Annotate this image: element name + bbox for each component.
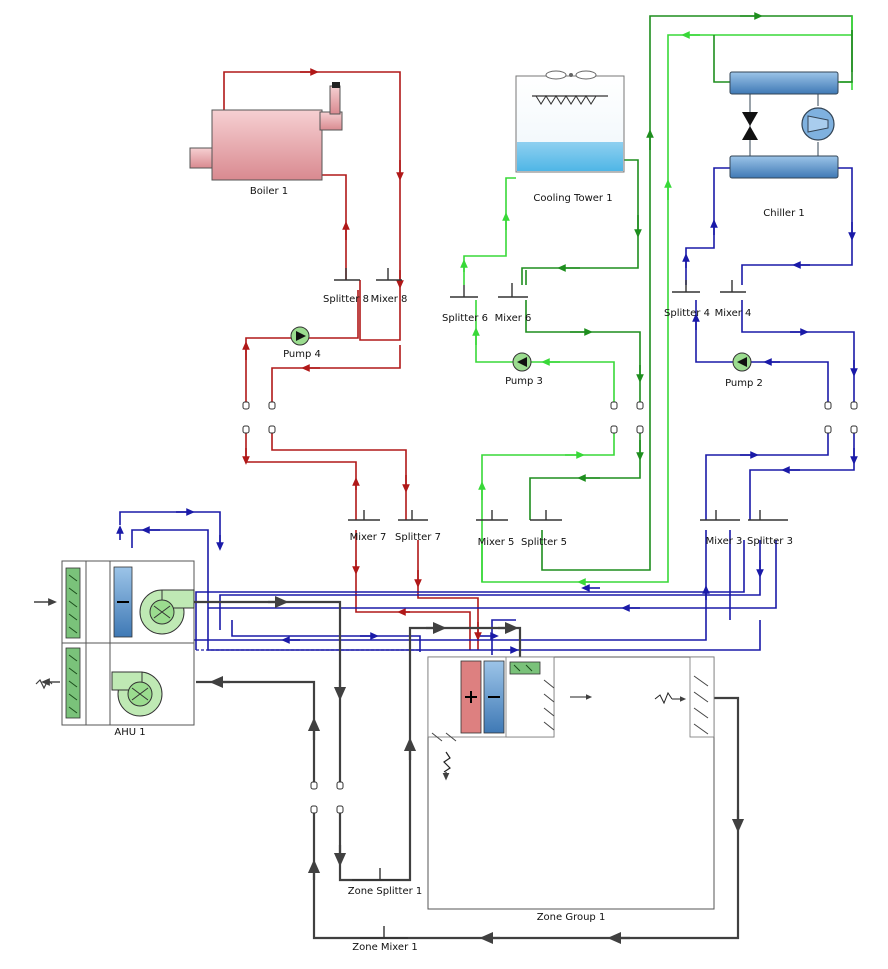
pump-4-label: Pump 4 — [283, 349, 321, 360]
ahu-unit[interactable] — [61, 560, 195, 726]
hot-water-loop — [223, 68, 482, 650]
zone-group[interactable] — [427, 656, 715, 910]
air-filter-icon — [65, 567, 81, 719]
diffuser-icon — [431, 675, 709, 742]
ahu-label: AHU 1 — [114, 727, 145, 738]
fan-icon — [139, 589, 195, 635]
chilled-water-loop — [116, 167, 858, 655]
cooling-coil-icon — [113, 566, 133, 638]
pump-icon[interactable] — [732, 352, 752, 372]
condenser-water-loop — [460, 12, 853, 586]
mixer-5-label: Mixer 5 — [478, 537, 515, 548]
cooling-tower-label: Cooling Tower 1 — [533, 193, 612, 204]
chiller-condenser-link — [713, 30, 853, 83]
pump-icon[interactable] — [512, 352, 532, 372]
chiller-icon[interactable] — [729, 71, 839, 179]
mixer-8-label: Mixer 8 — [371, 294, 408, 305]
air-filter-icon — [509, 661, 541, 675]
mixer-6-label: Mixer 6 — [495, 313, 532, 324]
node-connectors — [242, 401, 858, 814]
mixer-4-label: Mixer 4 — [715, 308, 752, 319]
chiller-label: Chiller 1 — [763, 208, 804, 219]
zone-group-label: Zone Group 1 — [537, 912, 606, 923]
zone-splitter-label: Zone Splitter 1 — [348, 886, 423, 897]
boiler-label: Boiler 1 — [250, 186, 288, 197]
splitter-5-label: Splitter 5 — [521, 537, 567, 548]
splitter-6-label: Splitter 6 — [442, 313, 488, 324]
cooling-coil-icon — [483, 660, 505, 734]
mixer-3-label: Mixer 3 — [706, 536, 743, 547]
splitter-7-label: Splitter 7 — [395, 532, 441, 543]
pump-2-label: Pump 2 — [725, 378, 763, 389]
zone-mixer-label: Zone Mixer 1 — [352, 942, 417, 953]
boiler-icon[interactable] — [189, 82, 343, 181]
mixer-7-label: Mixer 7 — [350, 532, 387, 543]
cooling-tower-icon[interactable] — [515, 70, 625, 173]
splitter-4-label: Splitter 4 — [664, 308, 710, 319]
pump-3-label: Pump 3 — [505, 376, 543, 387]
splitter-mixer-symbols — [334, 268, 788, 939]
air-loop — [34, 595, 745, 945]
fan-icon — [111, 671, 163, 717]
splitter-3-label: Splitter 3 — [747, 536, 793, 547]
pump-icon[interactable] — [290, 326, 310, 346]
thermostat-icon — [442, 751, 451, 781]
splitter-8-label: Splitter 8 — [323, 294, 369, 305]
heating-coil-icon — [460, 660, 482, 734]
